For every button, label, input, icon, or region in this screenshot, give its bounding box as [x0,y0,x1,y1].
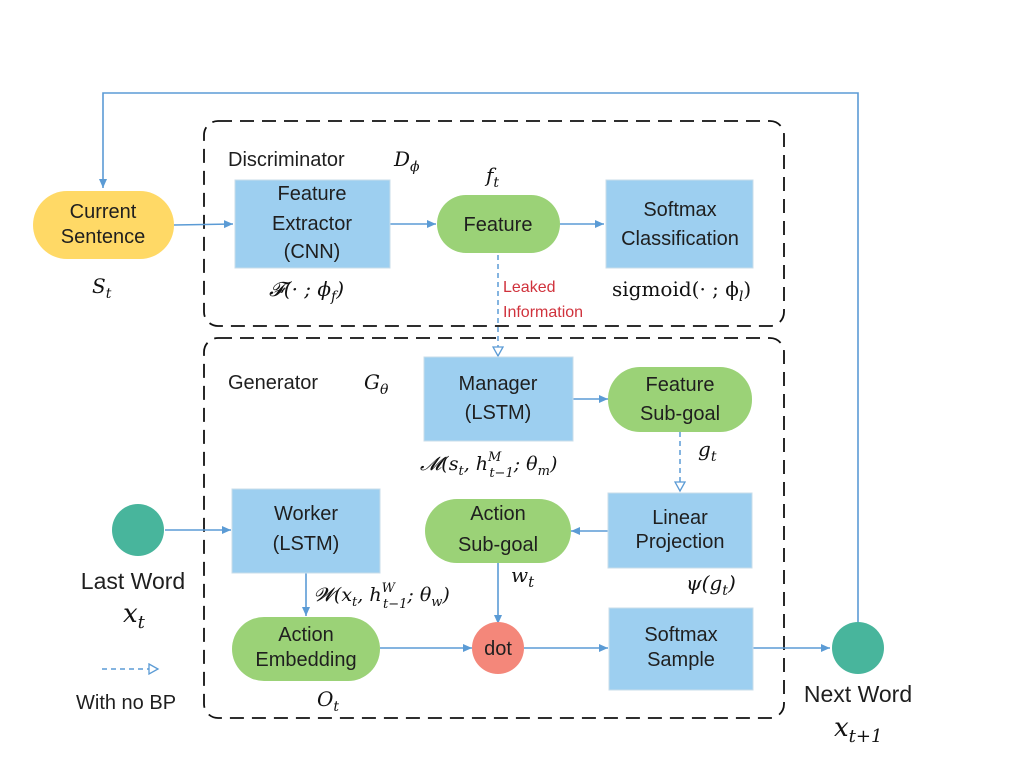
softmax-classification-caption: sigmoid(· ; ϕl) [612,277,751,305]
softmax-sample-box [608,607,754,691]
feature-subgoal-label-2: Sub-goal [640,403,720,425]
action-subgoal-label-1: Action [470,503,526,525]
feature-subgoal-caption: gt [698,437,717,465]
softmax-sample-label-2: Sample [647,649,715,671]
leaked-label-2: Information [503,304,583,321]
last-word-circle [112,504,164,556]
worker-label-2: (LSTM) [273,533,340,555]
worker-label-1: Worker [274,503,338,525]
dot-label: dot [484,638,512,660]
linear-projection-caption: ψ(gt) [686,571,736,599]
discriminator-group-box [203,120,785,327]
feature-subgoal-pill [608,367,752,432]
current-sentence-pill [33,191,174,259]
next-word-circle [832,622,884,674]
action-subgoal-caption: wt [511,563,535,591]
feature-extractor-label-1: Feature [278,183,347,205]
worker-box [231,488,381,574]
feature-extractor-label-2: Extractor [272,213,352,235]
next-word-label: Next Word [804,681,912,707]
action-embedding-label-1: Action [278,624,334,646]
feature-extractor-caption: 𝓕(· ; ϕf) [269,277,344,305]
action-embedding-caption: Ot [317,687,339,715]
manager-box [423,356,574,442]
feature-extractor-box [234,179,391,269]
discriminator-symbol: Dϕ [393,147,420,175]
next-word-symbol: xt+1 [834,713,882,747]
action-subgoal-pill [425,499,571,563]
softmax-sample-label-1: Softmax [644,624,717,646]
feature-caption: ft [484,163,499,191]
last-word-symbol: xt [123,599,146,633]
generator-symbol: Gθ [364,370,389,398]
feature-pill [437,195,560,253]
softmax-classification-label-1: Softmax [643,199,716,221]
arrow-sentence-to-extractor [173,220,234,229]
softmax-classification-box [605,179,754,269]
legend-label: With no BP [76,692,176,714]
current-sentence-label-2: Sentence [61,226,146,248]
linear-projection-label-2: Projection [636,531,725,553]
last-word-label: Last Word [81,568,185,594]
current-sentence-label-1: Current [70,201,137,223]
dot-circle [472,622,524,674]
feedback-arrow [99,92,859,622]
generator-title: Generator [228,372,318,394]
feature-subgoal-label-1: Feature [646,374,715,396]
current-sentence-caption: St [92,274,112,302]
generator-group-box [203,337,785,719]
action-subgoal-label-2: Sub-goal [458,534,538,556]
action-embedding-pill [232,617,380,681]
action-embedding-label-2: Embedding [255,649,356,671]
feature-extractor-label-3: (CNN) [284,241,341,263]
softmax-classification-label-2: Classification [621,228,739,250]
linear-projection-label-1: Linear [652,507,708,529]
manager-label-1: Manager [459,373,538,395]
feature-label: Feature [464,214,533,236]
linear-projection-box [607,492,753,569]
leaked-label-1: Leaked [503,279,556,296]
manager-label-2: (LSTM) [465,402,532,424]
discriminator-title: Discriminator [228,149,345,171]
